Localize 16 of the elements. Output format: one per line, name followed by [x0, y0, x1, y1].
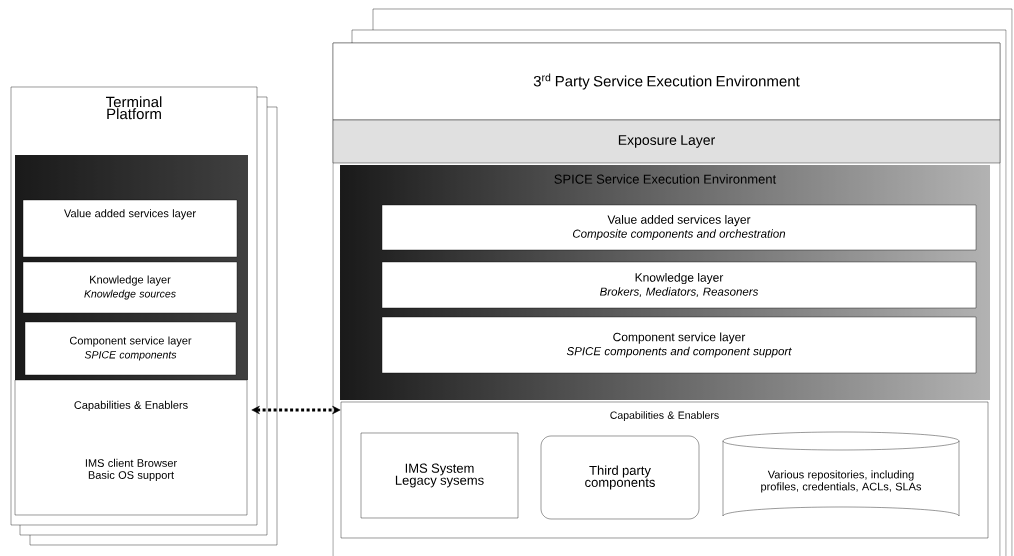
box-label: Capabilities & Enablers — [610, 411, 719, 421]
box-label: Value added services layer — [64, 209, 196, 220]
box-label: Third party components — [585, 465, 655, 490]
layer-label: Capabilities & Enablers — [74, 400, 188, 412]
box-label: Knowledge layer Brokers, Mediators, Reasoners — [599, 272, 759, 298]
arrow — [251, 405, 341, 415]
box-label: Component service layer SPICE components and component support — [566, 332, 792, 358]
panel-title: SPICE Service Execution Environment — [554, 174, 777, 184]
box-label: Knowledge layer Knowledge sources — [84, 275, 176, 300]
box-label: 3$^{rd}$ Party Service Execution Environment — [533, 73, 800, 90]
box-label: Exposure Layer — [618, 135, 715, 148]
box-label: Value added services layer Composite components and orchestration — [573, 214, 786, 241]
platform-title: Terminal Platform — [106, 96, 162, 120]
capability-list: IMS client Browser Basic OS support — [85, 458, 177, 482]
box-label: IMS System Legacy sysems — [395, 463, 484, 488]
box-label: Component service layer SPICE components — [69, 336, 192, 361]
